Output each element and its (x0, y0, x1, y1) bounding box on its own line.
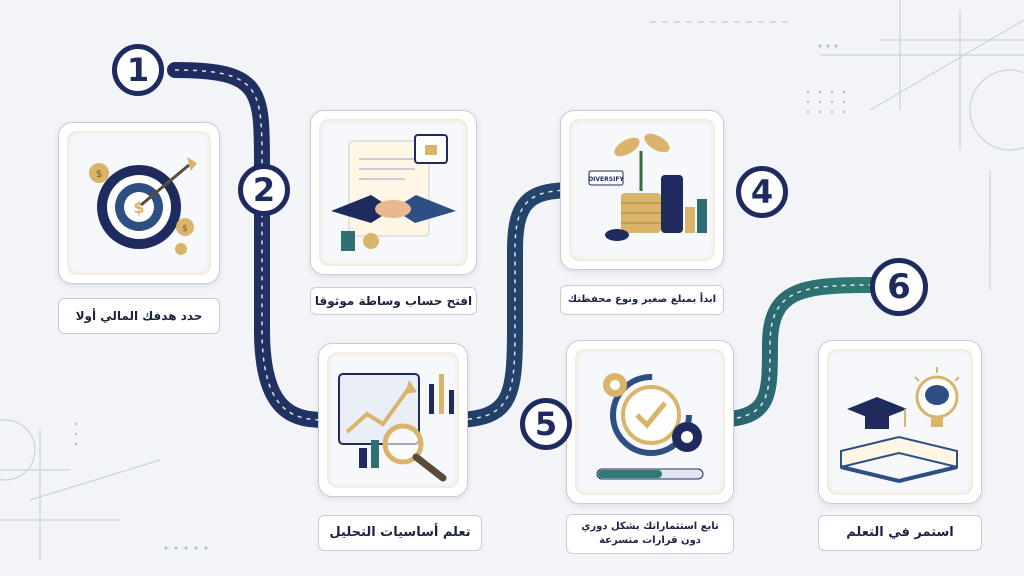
handshake-contract-icon (331, 134, 456, 251)
step-6-card (818, 340, 982, 504)
svg-text:$: $ (133, 198, 144, 217)
step-6-label: استمر في التعلم (818, 515, 982, 551)
step-3-label: تعلم أساسيات التحليل (318, 515, 482, 551)
step-6-badge: 6 (870, 258, 928, 316)
svg-text:$: $ (96, 169, 102, 180)
progress-path-dashes (174, 69, 871, 421)
step-1-label: حدد هدفك المالي أولا (58, 298, 220, 334)
chart-magnifier-icon (338, 373, 454, 482)
step-2-label: افتح حساب وساطة موثوقا (310, 287, 477, 315)
step-5-label: تابع استثماراتك بشكل دوري دون قرارات متس… (566, 514, 734, 554)
step-4-badge: 4 (736, 166, 788, 218)
diversify-coins-icon: DIVERSIFY (588, 133, 707, 241)
step-1-card: $ $ $ (58, 122, 220, 284)
step-2-card (310, 110, 477, 275)
diversify-tag: DIVERSIFY (588, 176, 624, 183)
decorative-lines (0, 0, 1024, 560)
progress-path (167, 62, 878, 428)
clock-gears-icon (596, 373, 704, 480)
decorative-dots (74, 44, 846, 550)
step-2-badge: 2 (238, 164, 290, 216)
step-5-badge: 5 (520, 398, 572, 450)
step-3-card (318, 343, 468, 497)
step-5-card (566, 340, 734, 504)
book-graduation-idea-icon (840, 367, 960, 484)
step-4-card: DIVERSIFY (560, 110, 724, 270)
step-4-label: ابدأ بمبلغ صغير ونوع محفظتك (560, 285, 724, 315)
target-coin-icon: $ $ $ (89, 157, 197, 255)
step-1-badge: 1 (112, 44, 164, 96)
svg-text:$: $ (182, 224, 188, 234)
